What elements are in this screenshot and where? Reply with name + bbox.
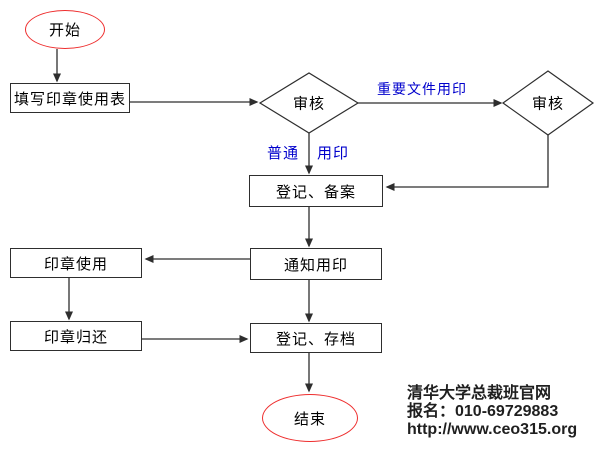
watermark-url: http://www.ceo315.org — [407, 421, 578, 438]
watermark-phone: 报名：010-69729883 — [407, 403, 559, 420]
watermark-site-name: 清华大学总裁班官网 — [407, 385, 552, 402]
review-diamond-1 — [258, 72, 360, 134]
register-archive-box: 登记、存档 — [250, 323, 382, 353]
fill-form-box: 填写印章使用表 — [10, 83, 130, 113]
edge-label-use-seal: 用印 — [317, 145, 350, 162]
connector-review2-to-register-record — [385, 135, 549, 191]
start-ellipse: 开始 — [25, 10, 105, 49]
end-ellipse: 结束 — [262, 394, 358, 442]
seal-return-box: 印章归还 — [10, 321, 142, 351]
review-diamond-2 — [501, 70, 595, 136]
edge-label-ordinary: 普通 — [267, 145, 300, 162]
seal-use-box: 印章使用 — [10, 248, 142, 278]
register-record-box: 登记、备案 — [249, 175, 383, 207]
notify-seal-box: 通知用印 — [250, 248, 382, 280]
review-diamond-1-label: 审核 — [292, 95, 326, 113]
review-diamond-2-label: 审核 — [531, 95, 565, 113]
watermark: 清华大学总裁班官网 报名：010-69729883 http://www.ceo… — [407, 385, 577, 439]
edge-label-important-doc: 重要文件用印 — [377, 81, 467, 97]
